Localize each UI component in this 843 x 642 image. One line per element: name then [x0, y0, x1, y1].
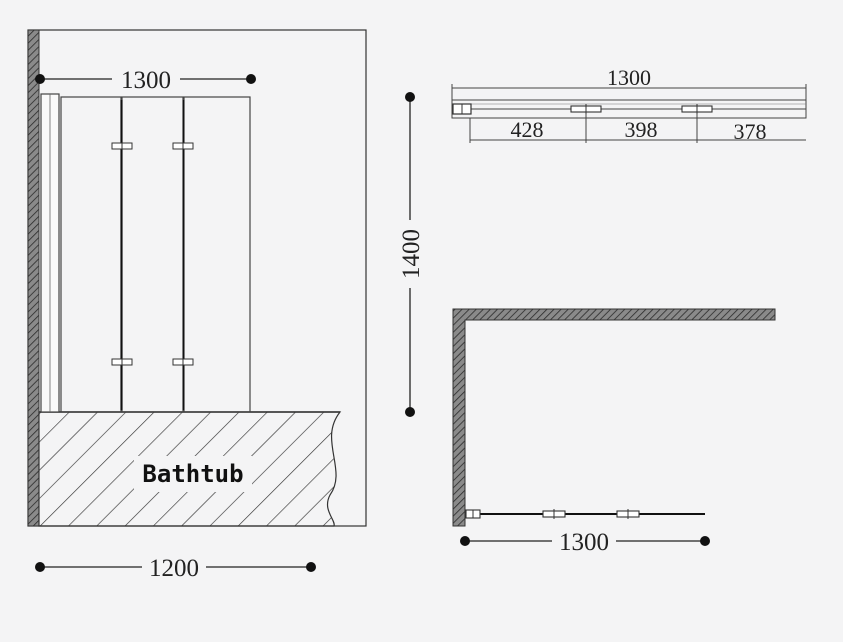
panel-2-label: 398: [625, 117, 658, 142]
front-view: Bathtub: [27, 29, 367, 582]
bathtub-label: Bathtub: [142, 460, 243, 488]
plan-width-label: 1300: [559, 529, 609, 556]
top-hinge-1: [570, 104, 602, 114]
height-label: 1400: [398, 229, 425, 279]
bathtub-label-bg: [134, 456, 252, 492]
wall: [27, 29, 40, 527]
tub-width-label: 1200: [149, 555, 199, 582]
top-total-label: 1300: [607, 65, 651, 90]
plan-hinge-2: [616, 509, 640, 519]
top-hinge-2: [681, 104, 713, 114]
plan-view: 1300: [452, 308, 776, 556]
plan-wall: [452, 308, 776, 527]
tub-width-dimension: 1200: [35, 555, 316, 582]
plan-hinge-1: [542, 509, 566, 519]
hinge-top-right: [172, 142, 194, 150]
hinge-bottom-left: [111, 358, 133, 366]
panel-3-label: 378: [734, 119, 767, 144]
front-width-label: 1300: [121, 67, 171, 94]
top-view: 1300 428 398 378: [451, 65, 807, 144]
hinge-bottom-right: [172, 358, 194, 366]
front-width-dimension: 1300: [35, 67, 256, 94]
hinge-top-left: [111, 142, 133, 150]
panel-1-label: 428: [511, 117, 544, 142]
height-dimension: 1400: [398, 92, 425, 417]
plan-width-dimension: 1300: [460, 529, 710, 556]
plan-wall-channel: [465, 509, 481, 519]
top-wall-channel: [452, 103, 472, 115]
glass-panel-3: [183, 96, 251, 413]
